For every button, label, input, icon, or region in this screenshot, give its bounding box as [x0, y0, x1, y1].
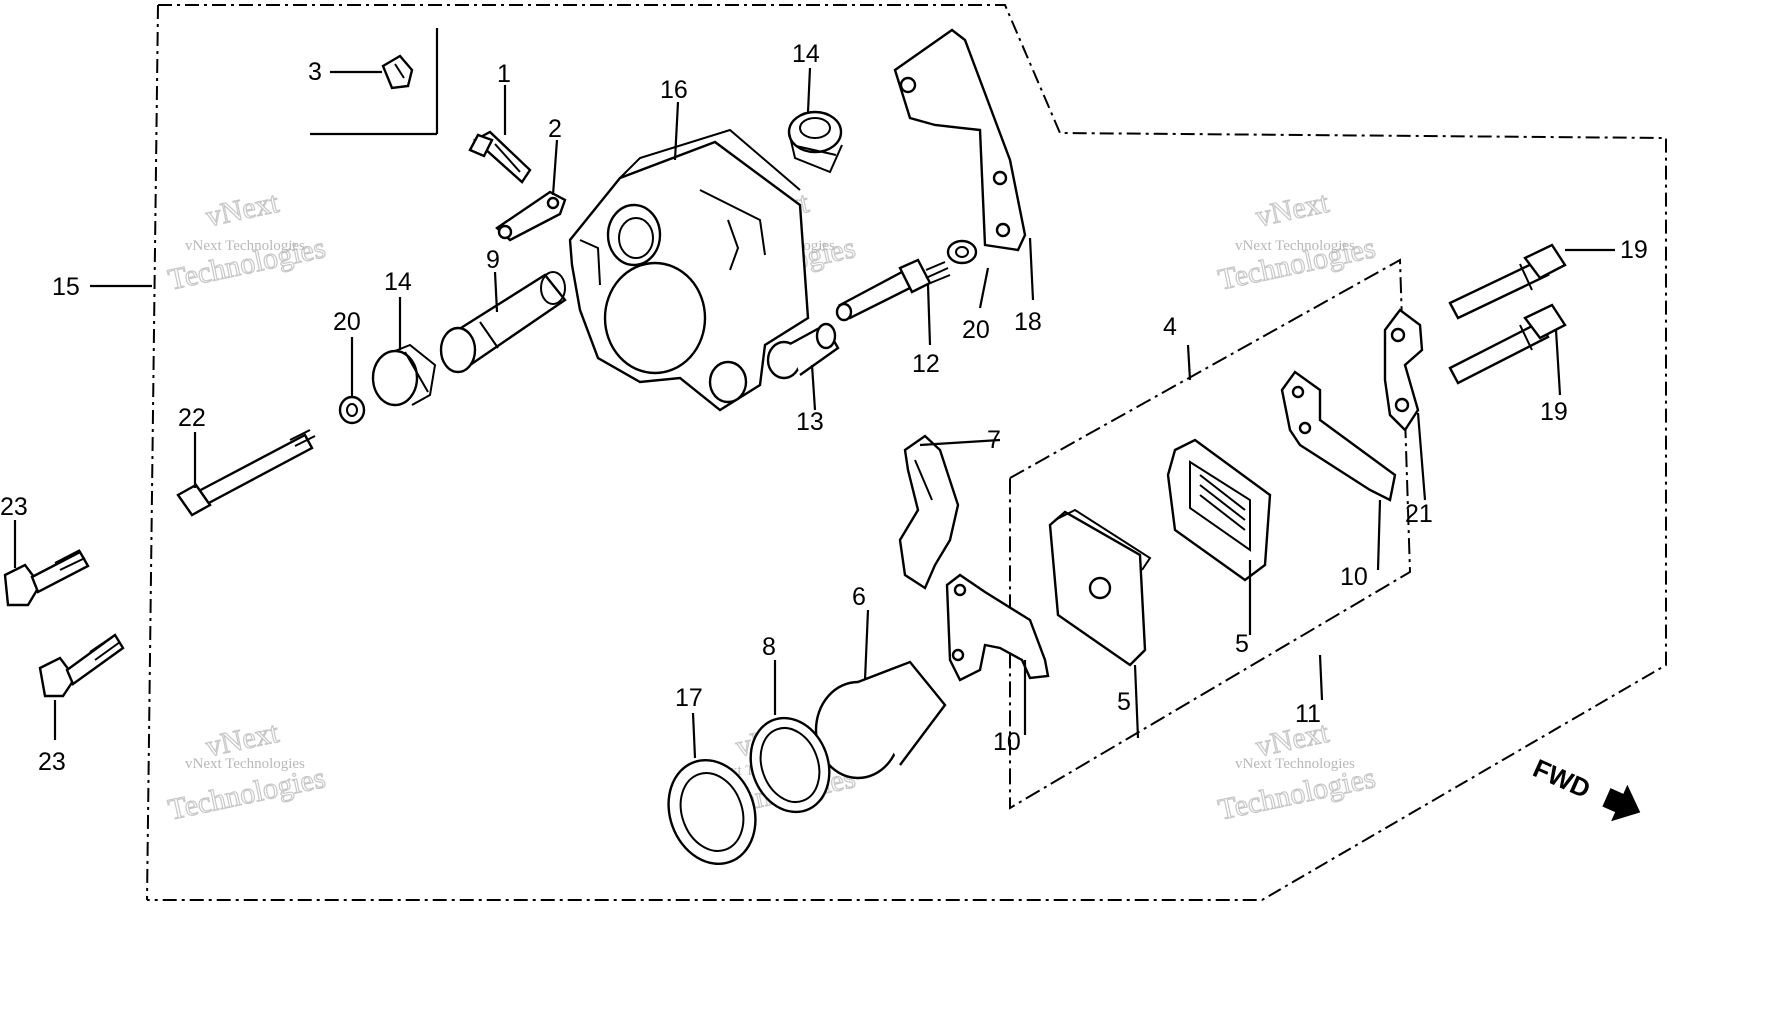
- fwd-label: FWD: [1529, 753, 1595, 804]
- part-21-pad-spring: [1383, 308, 1424, 432]
- callout-10-right: 10: [1340, 563, 1368, 591]
- part-12-pin-bolt: [835, 258, 951, 322]
- part-10-shim-right: [1280, 370, 1397, 502]
- part-7-pad-retainer: [898, 434, 960, 590]
- callout-19-top: 19: [1620, 236, 1648, 264]
- callout-13: 13: [796, 408, 824, 436]
- pad-set-outline: [1009, 258, 1412, 810]
- part-22-long-bolt: [176, 429, 316, 517]
- watermark-text: vNext Technologies: [185, 756, 305, 772]
- callout-17: 17: [675, 684, 703, 712]
- callout-3: 3: [308, 58, 322, 86]
- forward-direction-indicator: FWD: [1529, 753, 1641, 822]
- callout-14-top: 14: [792, 40, 820, 68]
- part-6-piston: [814, 660, 947, 780]
- part-16-caliper-body: [568, 128, 810, 412]
- callout-9: 9: [486, 246, 500, 274]
- part-1-bleeder-screw: [468, 130, 532, 184]
- callout-5-right: 5: [1235, 630, 1249, 658]
- callout-8: 8: [762, 633, 776, 661]
- watermark-brand: vNext: [203, 186, 282, 234]
- part-3-cap: [381, 54, 414, 90]
- callout-15: 15: [52, 273, 80, 301]
- part-20-washer-right: [946, 239, 978, 265]
- part-19-pin-bolt-bottom: [1448, 303, 1567, 385]
- callout-23-top: 23: [0, 493, 28, 521]
- part-18-bracket-plate: [893, 28, 1027, 252]
- part-23-bolt-top: [3, 549, 90, 607]
- callout-20-right: 20: [962, 316, 990, 344]
- part-9-pin: [439, 271, 567, 374]
- part-3-bracket-box: [310, 28, 439, 136]
- part-17-dust-seal: [667, 758, 757, 866]
- callout-12: 12: [912, 350, 940, 378]
- part-20-washer-left: [338, 395, 366, 425]
- watermark-text: vNext Technologies: [1235, 756, 1355, 772]
- watermark-text: vNext Technologies: [185, 238, 305, 254]
- callout-18: 18: [1014, 308, 1042, 336]
- part-23-bolt-bottom: [38, 633, 125, 698]
- callout-16: 16: [660, 76, 688, 104]
- callout-4: 4: [1163, 313, 1177, 341]
- part-10-shim-left: [945, 573, 1050, 682]
- part-2-bleeder-cap: [495, 190, 567, 242]
- leader-lines: [13, 67, 1615, 759]
- watermark-brand: vNext: [1253, 186, 1332, 234]
- part-13-sleeve: [766, 322, 840, 380]
- callout-7: 7: [987, 426, 1001, 454]
- part-19-pin-bolt-top: [1448, 243, 1567, 320]
- part-14-boot-top: [787, 110, 843, 174]
- callout-1: 1: [497, 60, 511, 88]
- callout-19-bottom: 19: [1540, 398, 1568, 426]
- callout-20-left: 20: [333, 308, 361, 336]
- watermark-text: vNext Technologies: [1235, 238, 1355, 254]
- part-5-pad-right: [1166, 438, 1272, 582]
- part-5-pad-left: [1048, 508, 1152, 667]
- callout-14-lower: 14: [384, 268, 412, 296]
- callout-21: 21: [1405, 500, 1433, 528]
- callout-labels: 3 1 2 16 14 9 14 20 22 15 23 23 12 13 20…: [0, 40, 1648, 776]
- callout-5-left: 5: [1117, 688, 1131, 716]
- part-8-seal-ring: [749, 716, 831, 814]
- callout-6: 6: [852, 583, 866, 611]
- callout-2: 2: [548, 115, 562, 143]
- part-14-boot-lower: [371, 343, 437, 407]
- callout-23-bottom: 23: [38, 748, 66, 776]
- callout-10-left: 10: [993, 728, 1021, 756]
- assembly-outline: [146, 4, 1667, 901]
- callout-11: 11: [1295, 700, 1321, 728]
- fwd-arrow-icon: [1602, 784, 1641, 822]
- callout-22: 22: [178, 404, 206, 432]
